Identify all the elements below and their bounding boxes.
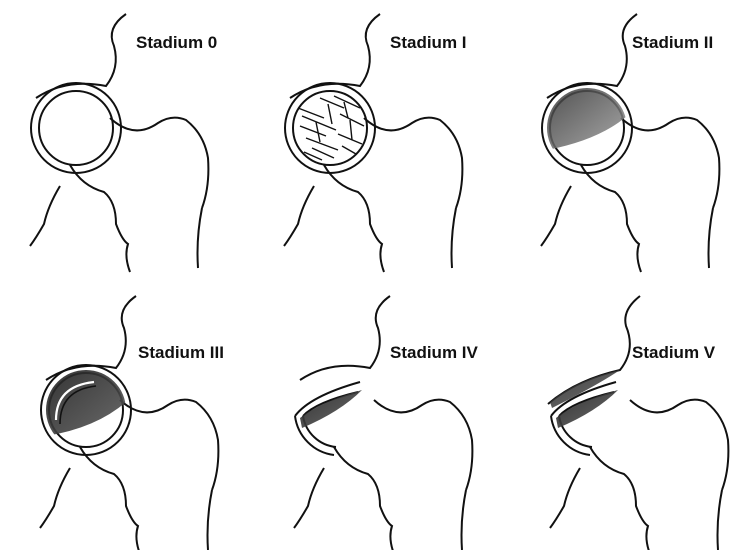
label-stage-0: Stadium 0 — [136, 33, 217, 52]
label-stage-4: Stadium IV — [390, 343, 479, 362]
label-stage-3: Stadium III — [138, 343, 224, 362]
necrotic-zone-crescent — [46, 370, 126, 436]
panel-stage-4 — [294, 296, 472, 550]
panel-stage-0 — [30, 14, 208, 272]
proximal-femur-outline — [284, 14, 462, 272]
label-stage-5: Stadium V — [632, 343, 716, 362]
proximal-femur-outline — [30, 14, 208, 272]
panel-stage-5 — [548, 296, 728, 550]
panel-stage-2 — [541, 14, 719, 272]
label-stage-1: Stadium I — [390, 33, 467, 52]
collapsed-necrotic-wedge — [300, 390, 362, 428]
panel-stage-1 — [284, 14, 462, 272]
trabecular-hatching — [298, 96, 364, 160]
sclerotic-zone — [547, 88, 627, 150]
label-stage-2: Stadium II — [632, 33, 713, 52]
proximal-femur-outline — [548, 296, 728, 550]
panel-stage-3 — [40, 296, 218, 550]
proximal-femur-outline — [294, 296, 472, 550]
